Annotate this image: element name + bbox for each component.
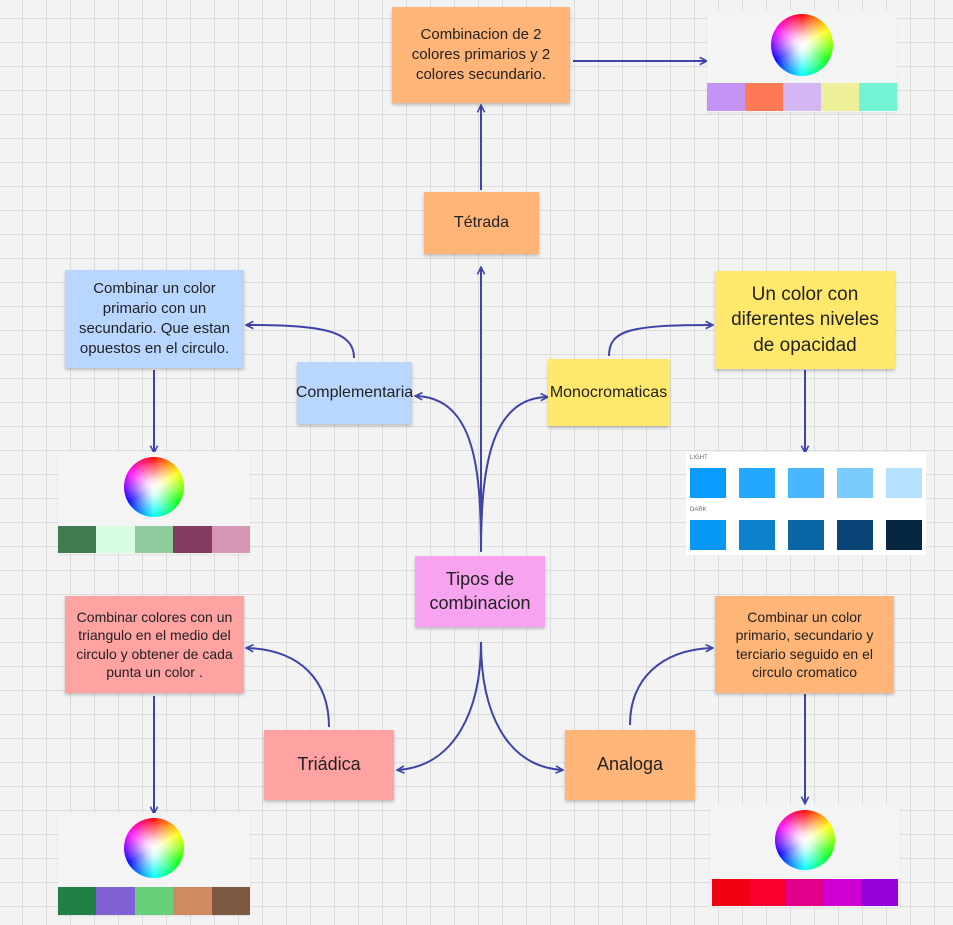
swatch (134, 887, 174, 915)
complementaria-swatches (58, 526, 251, 553)
triadica-palette-card[interactable] (58, 813, 251, 915)
tetrada-description-text: Combinacion de 2 colores primarios y 2 c… (411, 26, 551, 83)
analoga-description-text: Combinar un color primario, secundario y… (735, 608, 874, 680)
light-swatches (690, 468, 922, 498)
swatch (707, 83, 745, 111)
triadica-node[interactable]: Triádica (264, 730, 394, 800)
dark-label: DARK (690, 507, 707, 513)
complementaria-node[interactable]: Complementaria (295, 362, 414, 424)
swatch (211, 526, 251, 553)
color-wheel-icon (771, 14, 833, 76)
arrow-center-complementaria (416, 396, 482, 553)
swatch (712, 879, 750, 906)
swatch (749, 879, 787, 906)
swatch (823, 879, 861, 906)
color-wheel-icon (775, 810, 835, 870)
swatch (173, 887, 212, 915)
analoga-node[interactable]: Analoga (565, 730, 695, 800)
swatch (58, 526, 97, 553)
monocromaticas-description[interactable]: Un color con diferentes niveles de opaci… (715, 271, 895, 369)
swatch (211, 887, 251, 915)
center-node[interactable]: Tipos de combinacion (415, 556, 545, 627)
center-node-label: Tipos de combinacion (429, 568, 531, 613)
arrow-center-triadica (398, 641, 482, 770)
swatch (739, 520, 775, 550)
swatch (860, 879, 899, 906)
swatch (690, 468, 726, 498)
swatch (134, 526, 174, 553)
tetrada-label: Tétrada (453, 214, 510, 232)
triadica-description-text: Combinar colores con un triangulo en el … (76, 608, 233, 680)
analoga-palette-card[interactable] (710, 805, 900, 907)
arrow-analoga-desc (629, 648, 712, 726)
tetrada-description[interactable]: Combinacion de 2 colores primarios y 2 c… (392, 7, 570, 103)
tetrada-swatches (707, 83, 897, 111)
triadica-description[interactable]: Combinar colores con un triangulo en el … (65, 596, 244, 693)
complementaria-palette-card[interactable] (58, 452, 251, 554)
analoga-description[interactable]: Combinar un color primario, secundario y… (715, 596, 894, 693)
swatch (886, 520, 922, 550)
analoga-swatches (712, 879, 899, 906)
swatch (788, 468, 824, 498)
arrow-triadica-desc (247, 648, 330, 728)
monocromaticas-label: Monocromaticas (549, 383, 668, 401)
swatch (745, 83, 783, 111)
monocromaticas-panel[interactable]: LIGHT DARK (686, 452, 926, 555)
arrow-center-analoga (480, 641, 562, 770)
swatch (173, 526, 212, 553)
complementaria-description[interactable]: Combinar un color primario con un secund… (65, 270, 244, 368)
complementaria-label: Complementaria (295, 384, 414, 402)
swatch (788, 520, 824, 550)
tetrada-node[interactable]: Tétrada (424, 192, 539, 254)
swatch (739, 468, 775, 498)
complementaria-description-text: Combinar un color primario con un secund… (79, 280, 230, 357)
analoga-label: Analoga (596, 754, 664, 775)
dark-swatches (690, 520, 922, 550)
swatch (859, 83, 897, 111)
swatch (96, 887, 135, 915)
swatch (837, 468, 873, 498)
swatch (837, 520, 873, 550)
triadica-label: Triádica (297, 754, 361, 775)
arrow-center-monocromaticas (480, 397, 547, 553)
swatch (886, 468, 922, 498)
triadica-swatches (58, 887, 251, 915)
swatch (821, 83, 859, 111)
swatch (786, 879, 824, 906)
swatch (783, 83, 821, 111)
swatch (690, 520, 726, 550)
color-wheel-icon (124, 818, 184, 878)
color-wheel-icon (124, 457, 184, 517)
swatch (58, 887, 97, 915)
swatch (96, 526, 135, 553)
light-label: LIGHT (690, 455, 708, 461)
monocromaticas-description-text: Un color con diferentes niveles de opaci… (731, 284, 879, 356)
monocromaticas-node[interactable]: Monocromaticas (548, 359, 669, 426)
tetrada-palette-card[interactable] (707, 10, 897, 112)
arrow-monocromaticas-desc (608, 325, 712, 357)
arrow-complementaria-desc (247, 325, 355, 359)
